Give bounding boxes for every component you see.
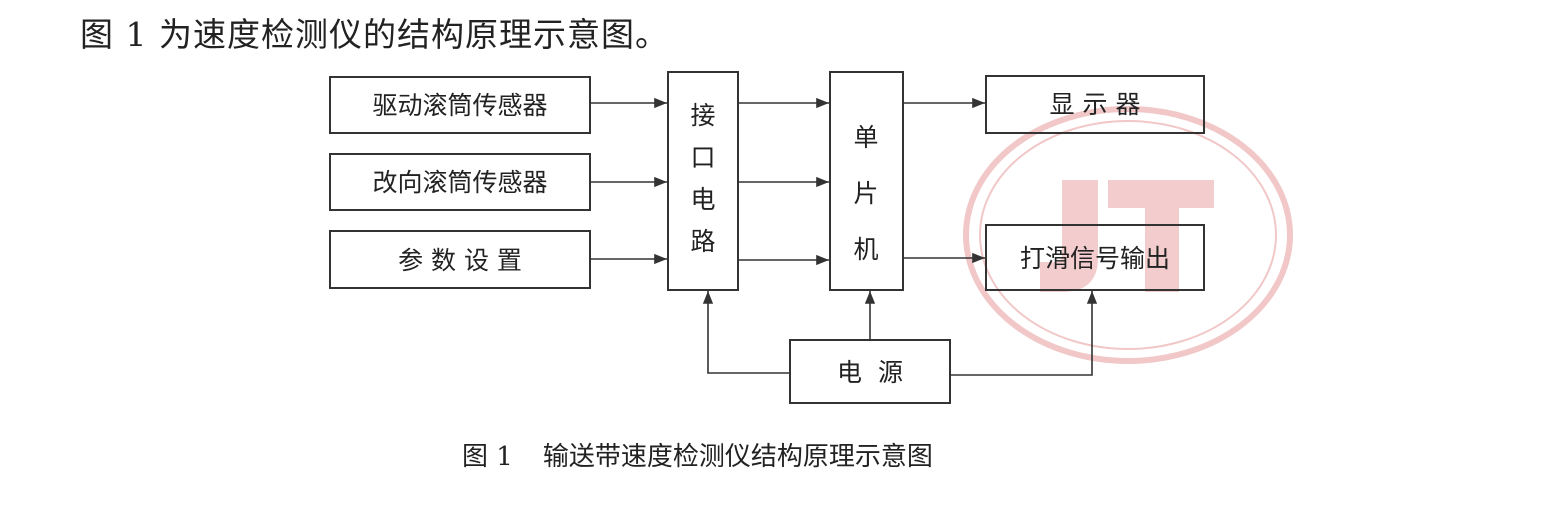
label-mcu-3: 机 bbox=[853, 235, 878, 264]
box-interface bbox=[667, 71, 739, 291]
label-param-settings: 参 数 设 置 bbox=[398, 246, 522, 275]
label-slip-output: 打滑信号输出 bbox=[1020, 244, 1170, 273]
label-mcu-1: 单 bbox=[853, 123, 878, 152]
label-redirect-sensor: 改向滚筒传感器 bbox=[372, 168, 547, 197]
stamp-logo-jt bbox=[1040, 180, 1214, 292]
label-interface-2: 口 bbox=[690, 143, 715, 172]
box-mcu bbox=[829, 71, 904, 291]
watermark-stamp bbox=[963, 106, 1293, 364]
label-mcu-2: 片 bbox=[853, 179, 878, 208]
box-slip-output bbox=[985, 224, 1205, 291]
figure-caption: 图 1 输送带速度检测仪结构原理示意图 bbox=[462, 436, 963, 473]
box-drive-sensor bbox=[329, 76, 591, 134]
label-interface-1: 接 bbox=[690, 101, 715, 130]
caption-title: 输送带速度检测仪结构原理示意图 bbox=[542, 442, 933, 472]
label-interface-3: 电 bbox=[690, 185, 715, 214]
arrows bbox=[590, 97, 1098, 376]
label-drive-sensor: 驱动滚筒传感器 bbox=[372, 91, 547, 120]
caption-number: 图 1 bbox=[462, 442, 513, 472]
label-power: 电 源 bbox=[837, 358, 903, 387]
intro-text: 图 1 为速度检测仪的结构原理示意图。 bbox=[80, 15, 669, 54]
label-interface-4: 路 bbox=[690, 227, 715, 256]
box-display bbox=[985, 75, 1205, 134]
label-display: 显 示 器 bbox=[1050, 90, 1141, 119]
